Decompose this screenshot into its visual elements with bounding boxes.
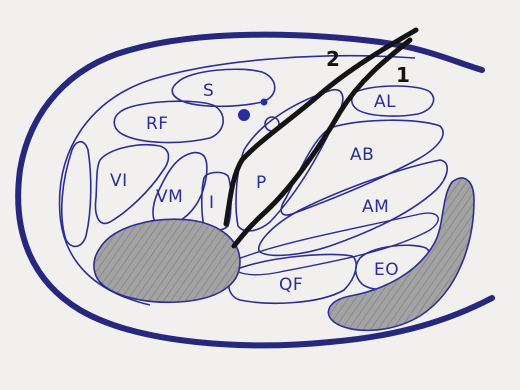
label-vi: VI xyxy=(110,171,128,191)
line-number-1: 1 xyxy=(396,63,410,87)
label-rf: RF xyxy=(146,114,169,134)
line-number-2: 2 xyxy=(326,47,340,71)
label-vm: VM xyxy=(156,187,183,207)
label-s: S xyxy=(203,81,214,101)
label-al: AL xyxy=(374,92,396,112)
vessel-filled-small xyxy=(261,99,268,106)
label-eo: EO xyxy=(374,260,399,280)
label-p: P xyxy=(256,173,267,193)
vessel-filled-large xyxy=(238,109,250,121)
label-qf: QF xyxy=(279,275,303,295)
label-am: AM xyxy=(362,197,389,217)
label-ab: AB xyxy=(350,145,374,165)
label-i: I xyxy=(209,193,215,213)
